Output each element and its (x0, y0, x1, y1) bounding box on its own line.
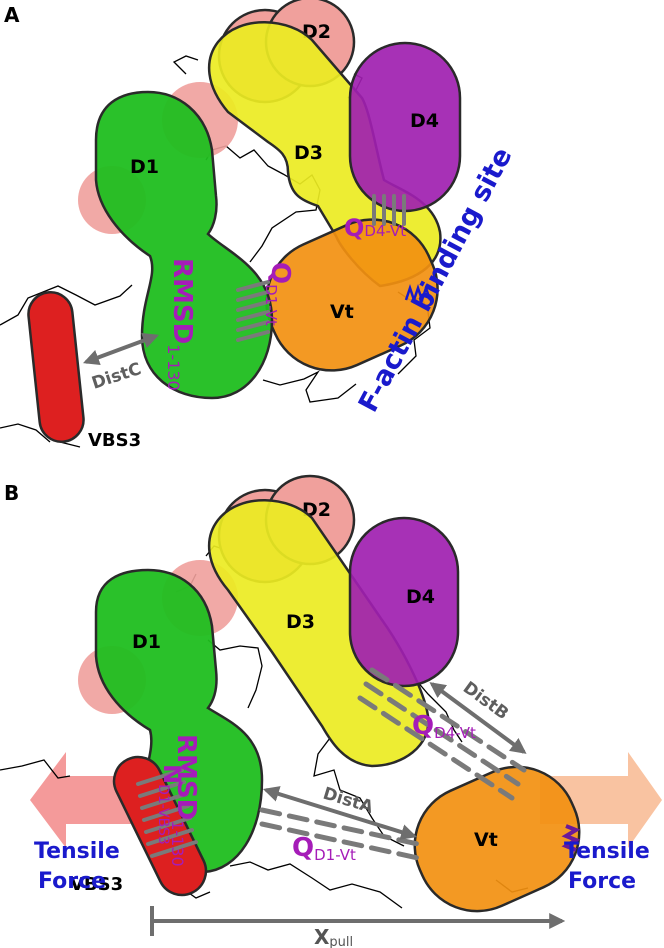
domain-d4-a: D4 (348, 41, 462, 213)
arrow-dista (262, 786, 418, 840)
label-vbs3-b: VBS3 (70, 874, 123, 895)
label-vt-b: Vt (474, 829, 498, 851)
label-vt-a: Vt (330, 301, 354, 323)
label-d3-a: D3 (294, 142, 323, 164)
label-distc: DistC (89, 359, 143, 394)
contact-lines-d1-vt-a (236, 280, 270, 342)
label-tensile-left-1: Tensile (34, 839, 120, 864)
domain-d1-b: D1 (94, 568, 264, 874)
label-vbs3-a: VBS3 (88, 430, 141, 451)
label-d4-b: D4 (406, 586, 435, 608)
contact-lines-d4-vt-a (372, 194, 406, 226)
arrow-distc (83, 332, 159, 366)
domain-d4-b: D4 (348, 516, 460, 688)
domain-vt-a: Vt (265, 218, 439, 372)
label-rmsd-a: RMSD1-130 (164, 258, 197, 391)
vbs3-helix-a (27, 291, 85, 443)
label-q-d1-vt-b: QD1-Vt (292, 833, 356, 864)
label-rmsd-b: RMSD1-130 (168, 734, 201, 867)
domain-vt-b: Vt (413, 765, 581, 913)
label-dista: DistA (321, 784, 377, 818)
label-d1-a: D1 (130, 156, 159, 178)
label-n-d1-vbs3: ND1-VBS3 (155, 764, 186, 845)
label-tensile-right-2: Force (568, 869, 636, 894)
label-d3-b: D3 (286, 611, 315, 633)
domain-d1-a: D1 (94, 90, 274, 400)
label-d4-a: D4 (410, 110, 439, 132)
label-tensile-left-2: Force (38, 869, 106, 894)
label-q-d4-vt-b: QD4-Vt (412, 711, 476, 742)
panel-b-label: B (4, 481, 19, 505)
label-tensile-right-1: Tensile (564, 839, 650, 864)
factin-site-marks-b (561, 824, 581, 852)
label-d1-b: D1 (132, 631, 161, 653)
label-q-d1-vt-a: QD1-Vt (262, 262, 295, 326)
panel-a: A D2 D3 D4 Vt (0, 0, 519, 451)
contact-lines-d1-vbs3-b (136, 768, 198, 858)
panel-b: B D2 D3 D4 Vt (0, 474, 662, 948)
label-xpull: Xpull (314, 925, 353, 948)
label-distb: DistB (459, 678, 512, 724)
label-q-d4-vt-a: QD4-Vt (344, 214, 406, 242)
domain-d3-b: D3 (207, 499, 430, 768)
factin-site-marks-a (404, 284, 432, 304)
arrow-distb (429, 682, 527, 754)
panel-a-label: A (4, 3, 20, 27)
